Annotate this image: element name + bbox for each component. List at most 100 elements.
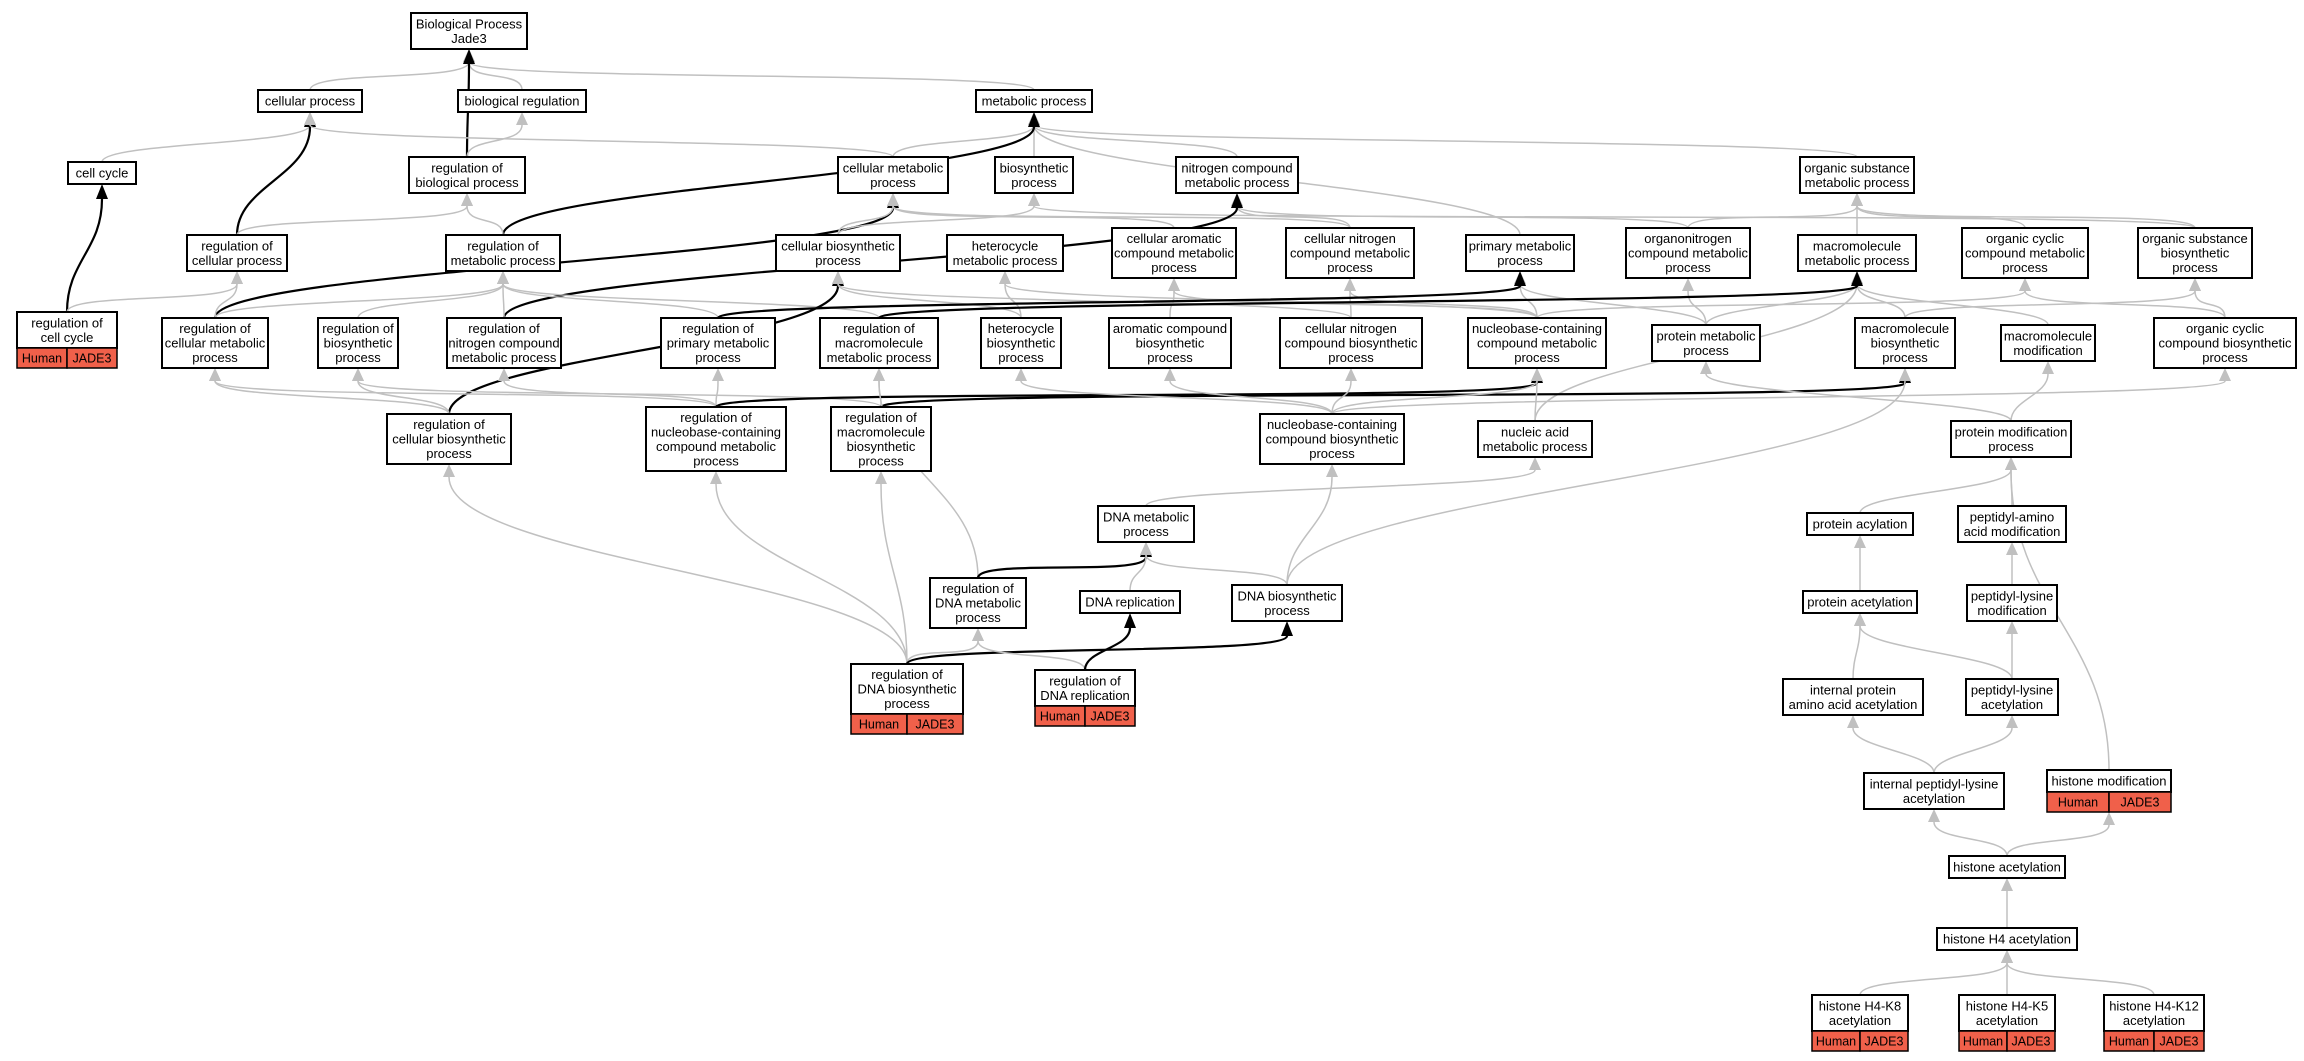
node-label: organonitrogen [1644,231,1731,246]
node-label: heterocycle [988,321,1054,336]
graph-edge [1164,368,1333,415]
graph-edge [1933,715,2018,774]
edge-line [1859,625,2013,680]
go-term-node[interactable]: DNA replication [1079,590,1181,614]
go-term-node[interactable]: metabolic process [975,89,1093,113]
go-term-node[interactable]: protein acetylation [1802,590,1918,614]
arrowhead [1028,193,1040,206]
node-label: compound metabolic [1114,246,1234,261]
gene-cell [1084,705,1136,727]
go-term-node[interactable]: regulation ofmacromoleculebiosyntheticpr… [830,406,932,472]
arrowhead [498,368,510,381]
node-label: cellular biosynthetic [392,432,506,447]
node-box [1782,678,1924,716]
go-term-node[interactable]: biological regulation [457,89,587,113]
arrowhead [304,112,316,125]
graph-edge [1231,193,1689,229]
go-term-node[interactable]: histone H4 acetylation [1936,927,2078,951]
go-term-node[interactable]: cell cycle [67,161,137,185]
arrowhead [832,271,844,284]
node-box [386,413,512,465]
arrowhead [1015,368,1027,381]
node-label: heterocycle [972,238,1038,253]
node-box [1950,420,2072,458]
node-label: process [870,175,916,190]
node-label: biosynthetic [1000,160,1069,175]
gene-cell [2153,1030,2205,1052]
graph-edge [972,628,1086,671]
go-term-node[interactable]: protein acylation [1806,512,1914,536]
go-term-node[interactable]: regulation ofnucleobase-containingcompou… [645,406,787,472]
edge-line [1856,283,2049,326]
edge-line [2024,290,2226,319]
go-term-node[interactable]: cellular process [257,89,363,113]
go-term-node[interactable]: histone acetylation [1948,855,2066,879]
node-label: cellular biosynthetic [781,238,895,253]
edge-line [716,284,1522,320]
edge-line [468,61,1035,91]
graph-edge [716,271,1526,320]
node-box [1797,234,1917,272]
gene-label: JADE3 [73,352,112,366]
gene-label: JADE3 [2012,1035,2051,1049]
edge-line [214,283,238,319]
node-label: regulation of [413,417,485,432]
node-label: compound biosynthetic [2159,336,2292,351]
graph-edge [1168,278,1538,319]
arrowhead [1899,368,1911,381]
node-label: process [192,350,238,365]
node-label: metabolic process [1805,253,1910,268]
arrowhead [887,193,899,206]
node-label: modification [1977,603,2046,618]
